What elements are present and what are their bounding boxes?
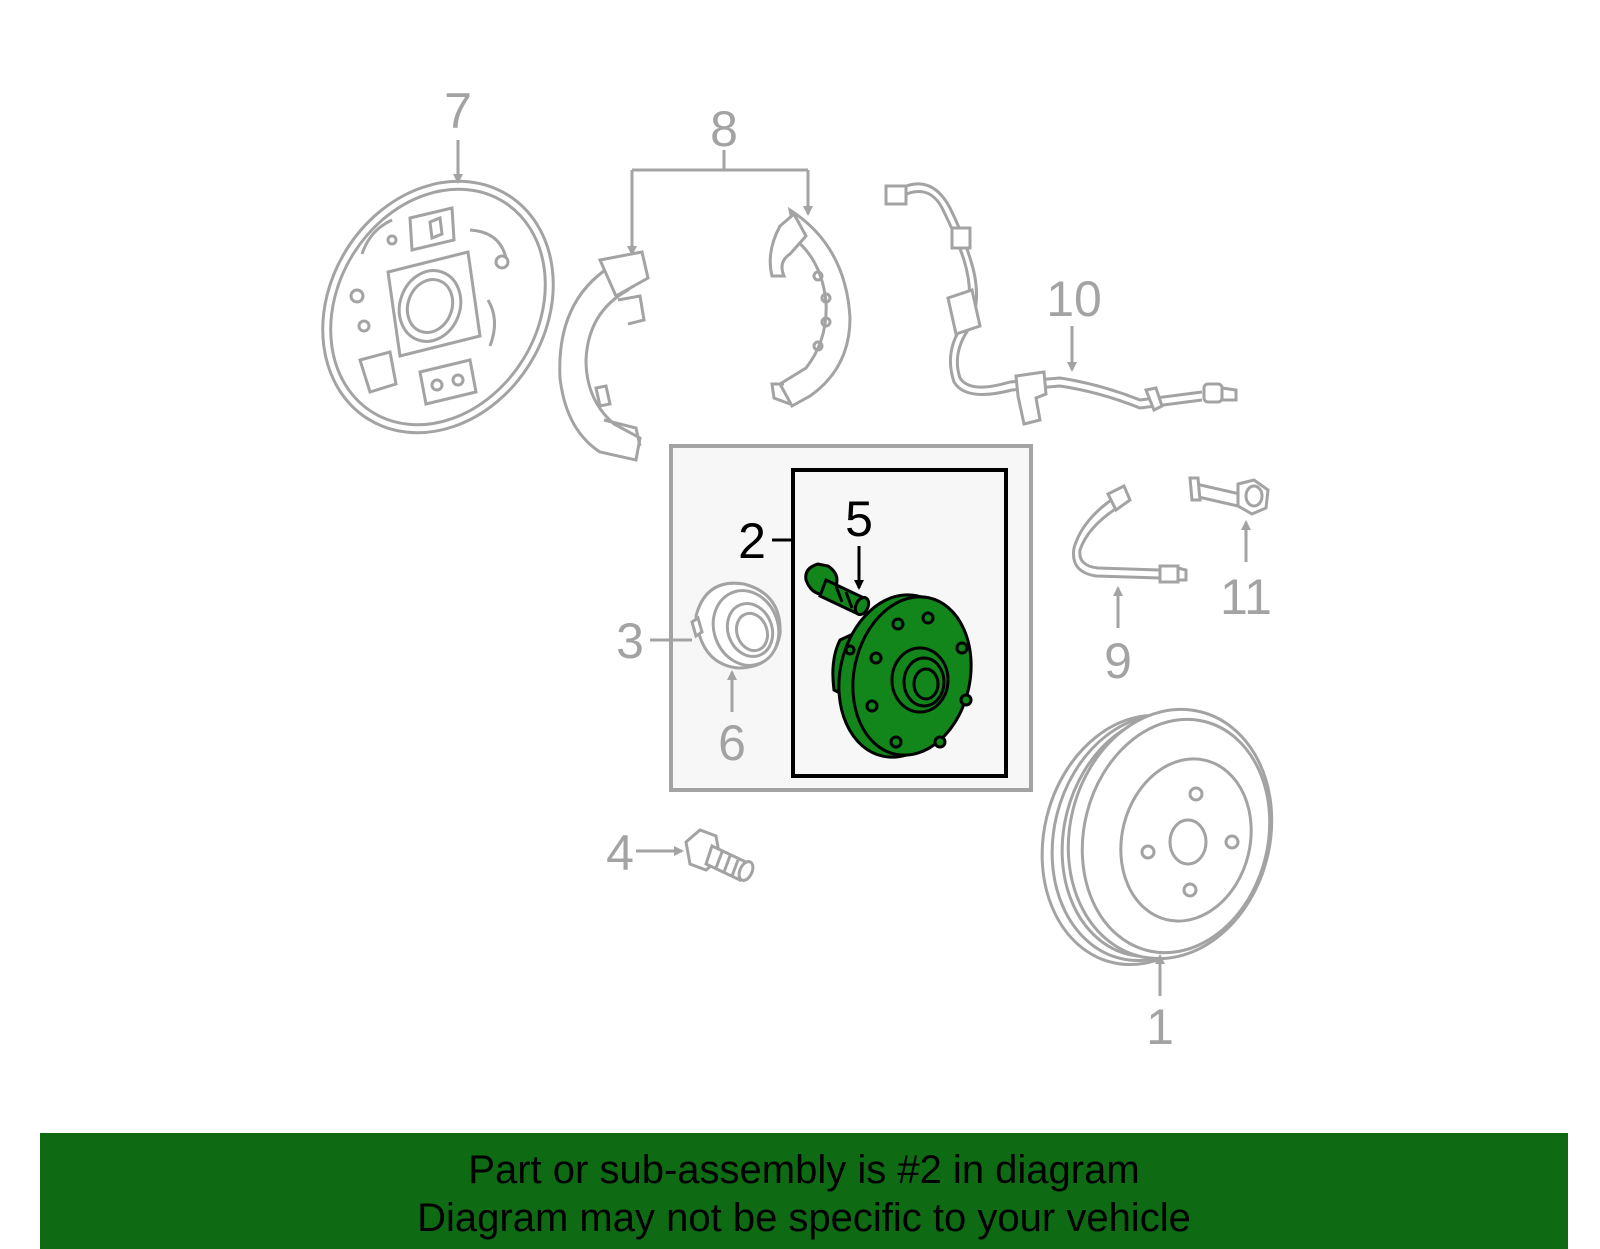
bolt-part-11	[1188, 476, 1270, 516]
bearing-part-3	[690, 581, 782, 670]
abs-sensor-part-10	[884, 182, 1238, 426]
callout-3: 3	[616, 613, 644, 669]
callout-2: 2	[738, 513, 766, 569]
callout-10: 10	[1046, 271, 1102, 327]
callout-5: 5	[845, 491, 873, 547]
info-banner: Part or sub-assembly is #2 in diagram Di…	[40, 1133, 1568, 1249]
callout-9: 9	[1104, 633, 1132, 689]
leader-lines	[453, 140, 1251, 996]
brake-hose-part-9	[1071, 483, 1188, 584]
callout-4: 4	[606, 825, 634, 881]
banner-line-2: Diagram may not be specific to your vehi…	[417, 1196, 1191, 1240]
callout-8: 8	[710, 101, 738, 157]
hub-assembly-part-2	[831, 593, 973, 759]
callout-6: 6	[718, 715, 746, 771]
brake-drum-part-1	[1040, 707, 1274, 967]
banner-line-1: Part or sub-assembly is #2 in diagram	[468, 1148, 1140, 1192]
callout-1: 1	[1146, 999, 1174, 1055]
bolt-part-4	[684, 828, 755, 883]
callout-7: 7	[444, 83, 472, 139]
brake-shoes-part-8	[558, 206, 852, 462]
callout-11: 11	[1220, 569, 1272, 625]
backing-plate-part-7	[321, 179, 555, 435]
hub-bolt-part-5	[804, 562, 871, 617]
